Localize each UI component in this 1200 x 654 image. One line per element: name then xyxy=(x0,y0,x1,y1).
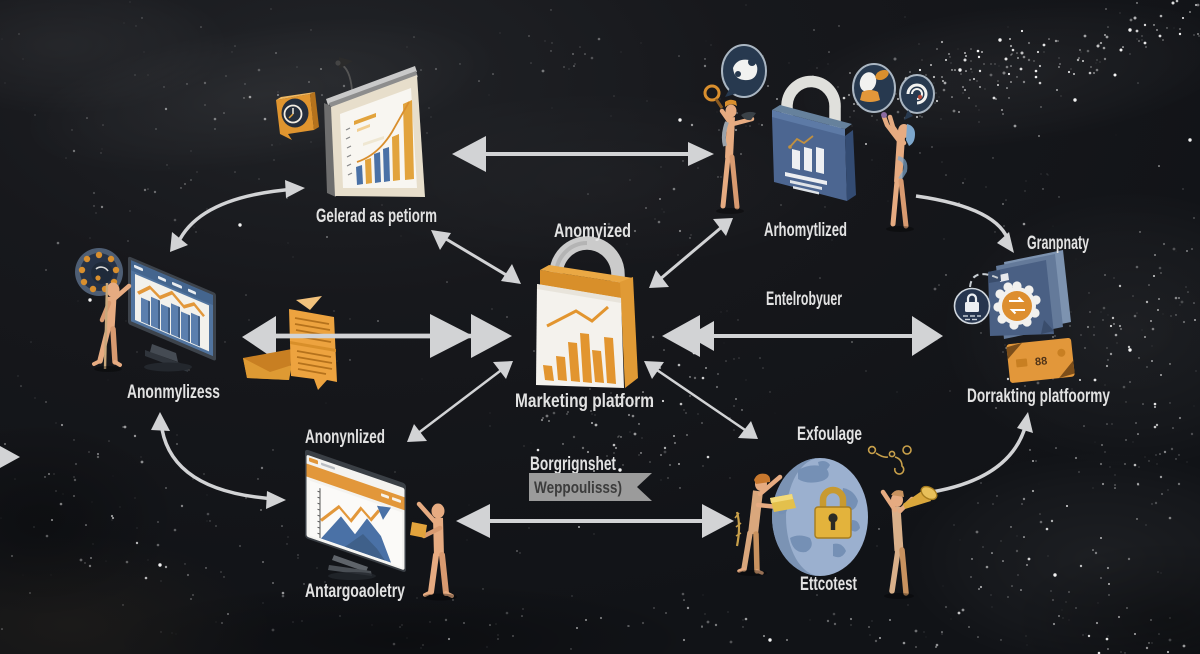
svg-text:Borgrignshet: Borgrignshet xyxy=(530,454,616,475)
svg-text:Weppoulisss): Weppoulisss) xyxy=(534,478,622,497)
svg-text:Entelrobyuer: Entelrobyuer xyxy=(766,289,842,310)
svg-text:Anomyized: Anomyized xyxy=(554,221,631,242)
svg-text:Anonmylizess: Anonmylizess xyxy=(127,382,220,403)
svg-text:Ettcotest: Ettcotest xyxy=(800,574,857,595)
svg-text:Dorrakting platfoormy: Dorrakting platfoormy xyxy=(967,386,1110,407)
svg-text:Granpnaty: Granpnaty xyxy=(1027,233,1089,254)
svg-text:Arhomytlized: Arhomytlized xyxy=(764,220,847,241)
svg-text:Exfoulage: Exfoulage xyxy=(797,424,862,445)
svg-text:Marketing platform: Marketing platform xyxy=(515,391,654,412)
svg-text:88: 88 xyxy=(1034,355,1047,368)
svg-text:Gelerad as petiorm: Gelerad as petiorm xyxy=(316,206,437,227)
svg-text:Antargoaoletry: Antargoaoletry xyxy=(305,581,405,602)
svg-text:Anonynlized: Anonynlized xyxy=(305,427,385,448)
